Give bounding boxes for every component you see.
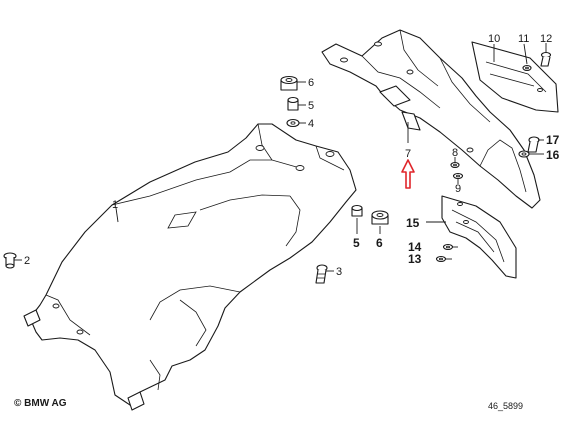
screw-part-12[interactable]	[540, 51, 552, 67]
leader-1	[115, 207, 119, 223]
callout-14: 14	[408, 240, 422, 254]
washer-part-9[interactable]	[452, 172, 464, 180]
callout-11: 11	[518, 33, 529, 45]
washer-part-14[interactable]	[442, 243, 454, 251]
bushing-part-5-lower[interactable]	[351, 204, 363, 217]
leader-lines	[14, 43, 547, 272]
callout-5: 5	[308, 100, 314, 112]
rivet-part-2[interactable]	[3, 252, 17, 269]
direction-arrow-icon	[401, 159, 415, 189]
callout-17: 17	[546, 133, 560, 147]
callout-6: 6	[308, 77, 314, 89]
nut-part-13[interactable]	[435, 255, 447, 263]
leader-11	[523, 43, 528, 65]
diagram-reference-number: 46_5899	[488, 401, 524, 411]
callout-12: 12	[540, 33, 552, 45]
bracket-part-7[interactable]	[321, 29, 541, 209]
callout-1: 1	[112, 199, 118, 211]
callout-9: 9	[455, 183, 461, 195]
mudguard-part-1[interactable]	[23, 123, 357, 411]
grommet-part-6[interactable]	[280, 75, 298, 91]
nut-part-11[interactable]	[522, 64, 532, 72]
callout-5-lower: 5	[353, 236, 360, 250]
cover-part-10[interactable]	[471, 41, 559, 113]
screw-part-17[interactable]	[527, 136, 540, 153]
nut-part-8[interactable]	[450, 161, 460, 169]
bushing-part-5[interactable]	[287, 96, 299, 111]
callout-13: 13	[408, 252, 422, 266]
callout-15: 15	[406, 216, 420, 230]
callout-2: 2	[24, 255, 30, 267]
grommet-part-6-lower[interactable]	[371, 210, 389, 225]
callout-3: 3	[336, 266, 342, 278]
callout-8: 8	[452, 147, 458, 159]
callout-6-lower: 6	[376, 236, 383, 250]
callout-7: 7	[405, 148, 411, 160]
callout-labels: 1 2 3 4 5 6 5 6 7 8 9 10 11 12 13 14 15 …	[24, 33, 560, 278]
washer-part-16[interactable]	[518, 150, 530, 158]
callout-10: 10	[488, 33, 500, 45]
callout-4: 4	[308, 118, 314, 130]
bolt-part-3[interactable]	[315, 264, 328, 284]
holder-part-15[interactable]	[441, 195, 517, 279]
copyright-notice: © BMW AG	[14, 398, 67, 409]
callout-16: 16	[546, 148, 560, 162]
washer-part-4[interactable]	[286, 118, 300, 128]
